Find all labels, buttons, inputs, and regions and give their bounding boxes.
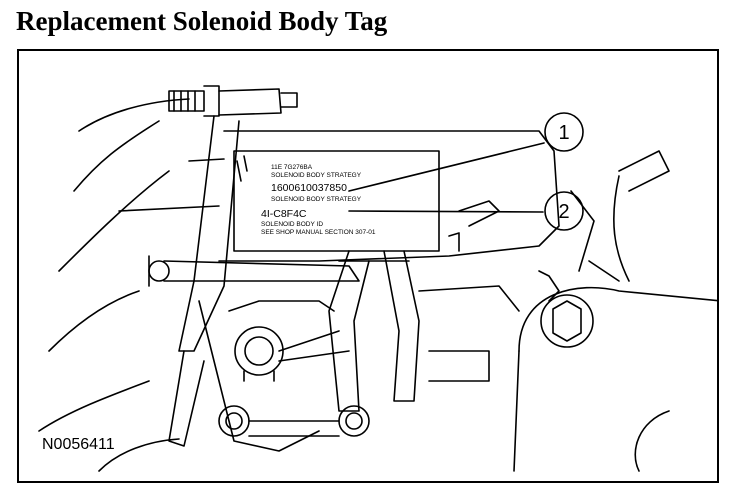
bore-hole-large [234, 326, 284, 376]
bolt-flange [540, 294, 594, 348]
leader-line-2 [348, 210, 544, 213]
tag-line-6: SOLENOID BODY ID [261, 221, 323, 228]
callout-label-1: 1 [558, 122, 569, 144]
tag-line-7: SEE SHOP MANUAL SECTION 307-01 [261, 229, 376, 236]
callout-circle-2 [544, 191, 584, 231]
page-title: Replacement Solenoid Body Tag [16, 6, 388, 36]
tag-plate [233, 150, 440, 252]
diagram-frame: 11E 7G276BA SOLENOID BODY STRATEGY 16006… [17, 49, 719, 483]
bolt-head [552, 300, 582, 342]
solenoid-illustration: 11E 7G276BA SOLENOID BODY STRATEGY 16006… [38, 85, 717, 472]
callout-circle-1 [544, 112, 584, 152]
callout-label-2: 2 [558, 201, 569, 223]
bore-hole-left [218, 405, 250, 437]
tag-line-2: SOLENOID BODY STRATEGY [271, 172, 362, 179]
fitting-top [168, 90, 205, 112]
figure-id: N0056411 [42, 436, 115, 453]
tag-line-4: SOLENOID BODY STRATEGY [271, 196, 362, 203]
tag-body-id: 4I-C8F4C [261, 208, 307, 220]
tag-line-1: 11E 7G276BA [271, 164, 313, 171]
solenoid-body [218, 130, 560, 262]
leader-line-1 [348, 142, 545, 192]
tag-strategy-number: 1600610037850 [271, 182, 347, 194]
casting-outline-left [78, 98, 190, 132]
